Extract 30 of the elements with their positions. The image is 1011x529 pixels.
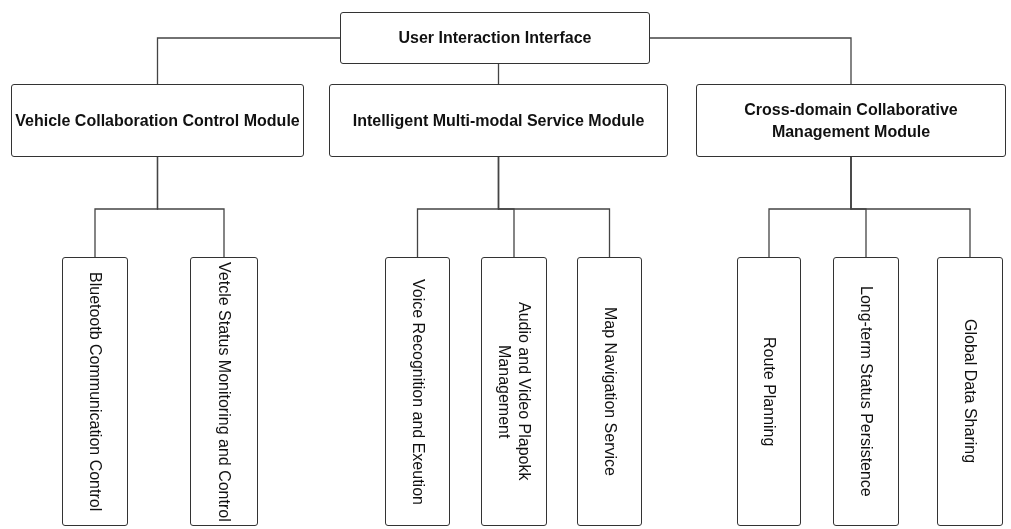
node-label: Vehicle Collaboration Control Module: [15, 110, 300, 131]
connector-line: [497, 63, 500, 85]
submodule-box: [833, 257, 899, 526]
connector-line: [156, 37, 341, 85]
submodule-box: [937, 257, 1003, 526]
node-label: Bluetootb Communication Control: [86, 271, 105, 512]
module-box: [696, 84, 1006, 157]
connector-line: [156, 156, 225, 258]
submodule-box: [577, 257, 642, 526]
submodule-box: [481, 257, 547, 526]
node-label: Global Data Sharing: [961, 319, 980, 464]
submodule-box: [62, 257, 128, 526]
connector-line: [850, 156, 971, 258]
connector-line: [649, 37, 852, 85]
submodule-box: [385, 257, 450, 526]
node-label: User Interaction Interface: [398, 28, 592, 48]
module-box: [340, 12, 650, 64]
module-box: [11, 84, 304, 157]
node-label: Long-term Status Persistence: [857, 286, 876, 497]
node-label: Map Navigation Service: [600, 307, 620, 476]
node-label: Voice Recognition and Exeution: [408, 278, 428, 505]
node-label: Vetcle Status Monitoring and Control: [215, 261, 234, 522]
node-label: Route Planning: [760, 336, 779, 447]
module-box: [329, 84, 668, 157]
node-label: Cross-domain Collaborative Management Module: [743, 99, 959, 142]
connector-line: [497, 156, 611, 258]
node-label: Audio and Video Plapokk Management: [495, 301, 534, 483]
node-label: Intelligent Multi-modal Service Module: [352, 110, 645, 131]
submodule-box: [737, 257, 801, 526]
submodule-box: [190, 257, 258, 526]
